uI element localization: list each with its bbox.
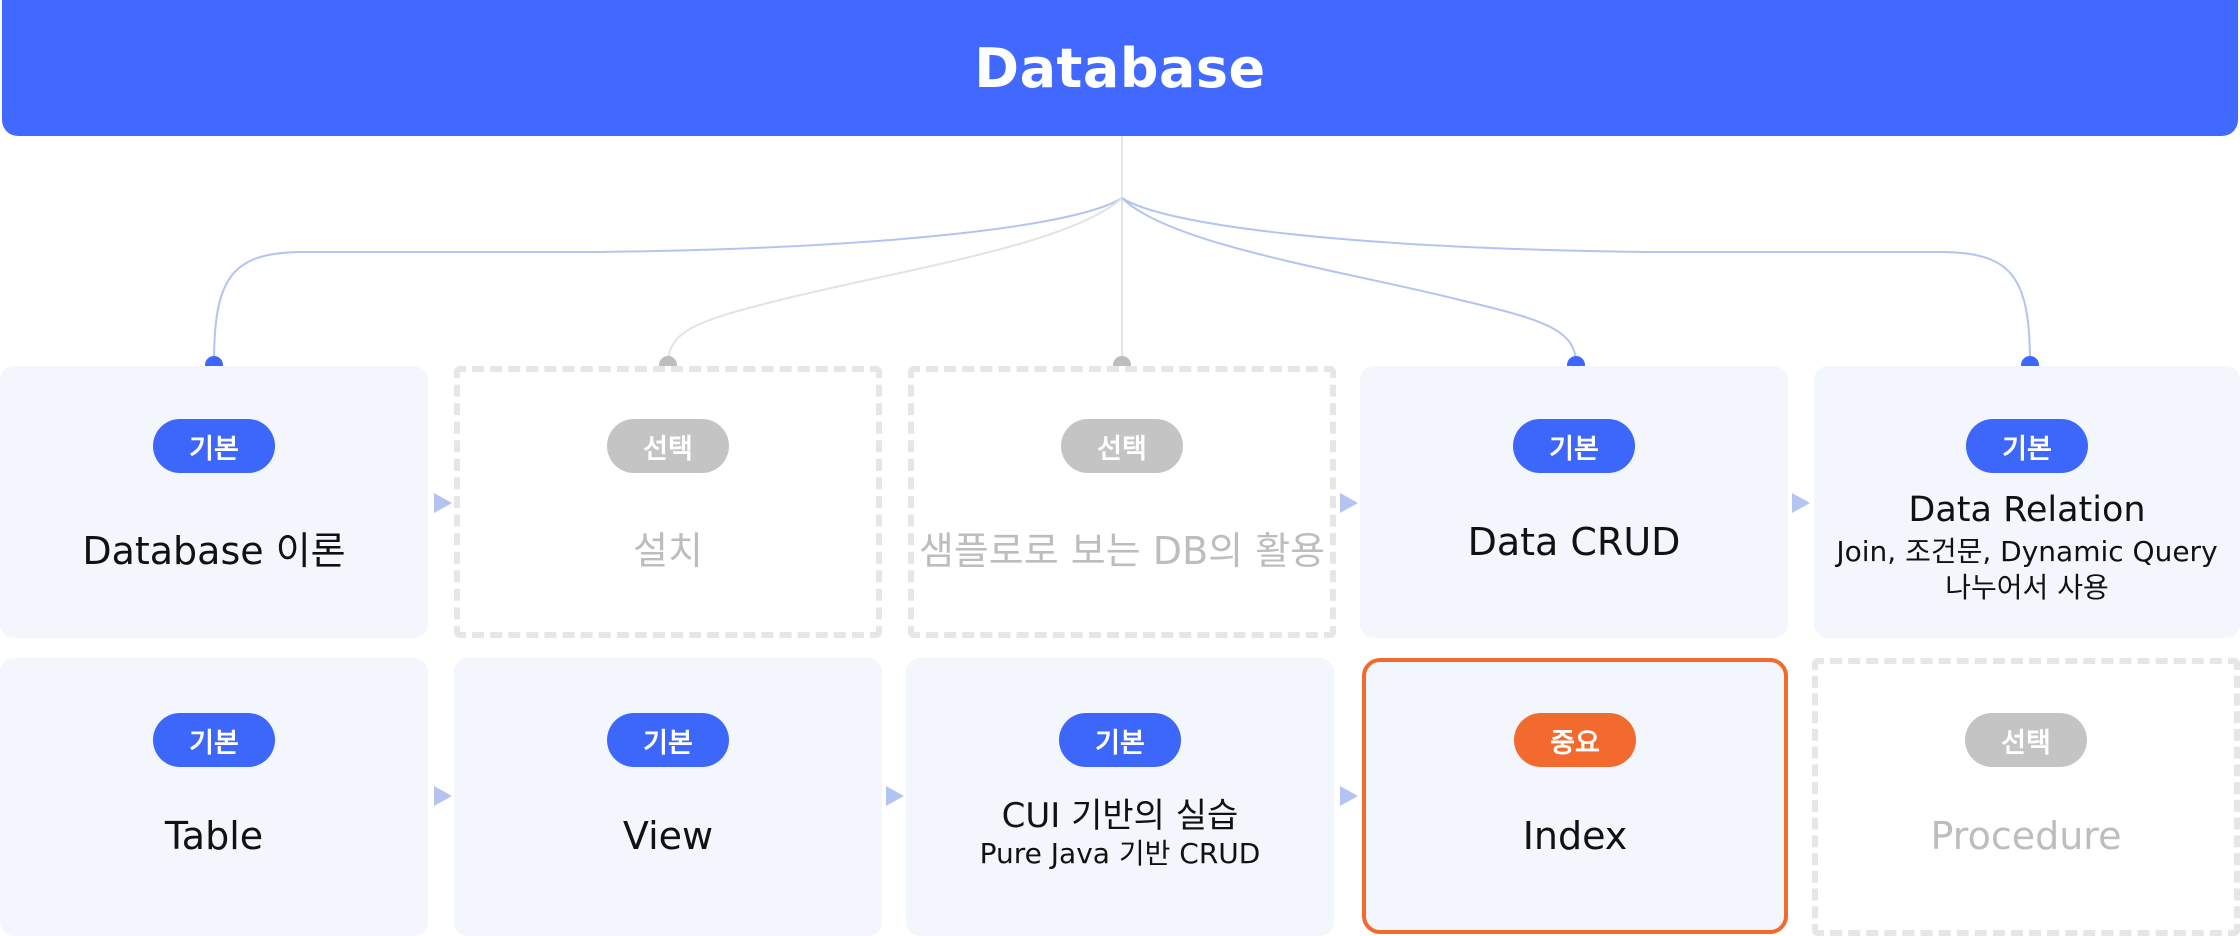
connector-data-relation [1121,197,2031,365]
connector-install [667,197,1123,365]
connector-data-crud [1121,197,1577,365]
card-title: Index [1522,814,1628,858]
card-procedure[interactable]: 선택 Procedure [1812,658,2240,936]
connector-database-theory [213,197,1123,365]
card-title: Table [164,814,264,858]
badge-basic: 기본 [1059,713,1181,767]
badge-optional: 선택 [607,419,729,473]
badge-optional: 선택 [1965,713,2087,767]
badge-basic: 기본 [1513,419,1635,473]
card-title: CUI 기반의 실습 [1001,796,1239,836]
card-title: Procedure [1930,814,2122,858]
card-data-crud[interactable]: 기본 Data CRUD [1360,366,1788,638]
card-cui-practice[interactable]: 기본 CUI 기반의 실습 Pure Java 기반 CRUD [906,658,1334,936]
card-view[interactable]: 기본 View [454,658,882,936]
card-subtitle: Join, 조건문, Dynamic Query [1836,535,2218,568]
badge-basic: 기본 [153,419,275,473]
card-title: Data Relation [1908,490,2146,530]
badge-basic: 기본 [1966,419,2088,473]
header-title: Database [974,36,1266,100]
card-subtitle: Pure Java 기반 CRUD [979,837,1261,870]
badge-optional: 선택 [1061,419,1183,473]
arrow-right-icon [434,493,452,513]
card-data-relation[interactable]: 기본 Data Relation Join, 조건문, Dynamic Quer… [1814,366,2240,638]
card-table[interactable]: 기본 Table [0,658,428,936]
card-title: 샘플로로 보는 DB의 활용 [918,529,1326,573]
arrow-right-icon [886,786,904,806]
card-title: 설치 [633,529,703,573]
card-install[interactable]: 선택 설치 [454,366,882,638]
card-subtitle: 나누어서 사용 [1945,571,2109,604]
card-database-theory[interactable]: 기본 Database 이론 [0,366,428,638]
badge-basic: 기본 [607,713,729,767]
arrow-right-icon [1340,493,1358,513]
card-index[interactable]: 중요 Index [1362,658,1788,934]
card-sample-db[interactable]: 선택 샘플로로 보는 DB의 활용 [908,366,1336,638]
card-title: View [622,814,714,858]
badge-basic: 기본 [153,713,275,767]
card-title: Database 이론 [82,529,346,573]
arrow-right-icon [1792,493,1810,513]
arrow-right-icon [1340,786,1358,806]
card-title: Data CRUD [1467,520,1681,564]
badge-important: 중요 [1514,713,1636,767]
header-banner: Database [2,0,2238,136]
arrow-right-icon [434,786,452,806]
